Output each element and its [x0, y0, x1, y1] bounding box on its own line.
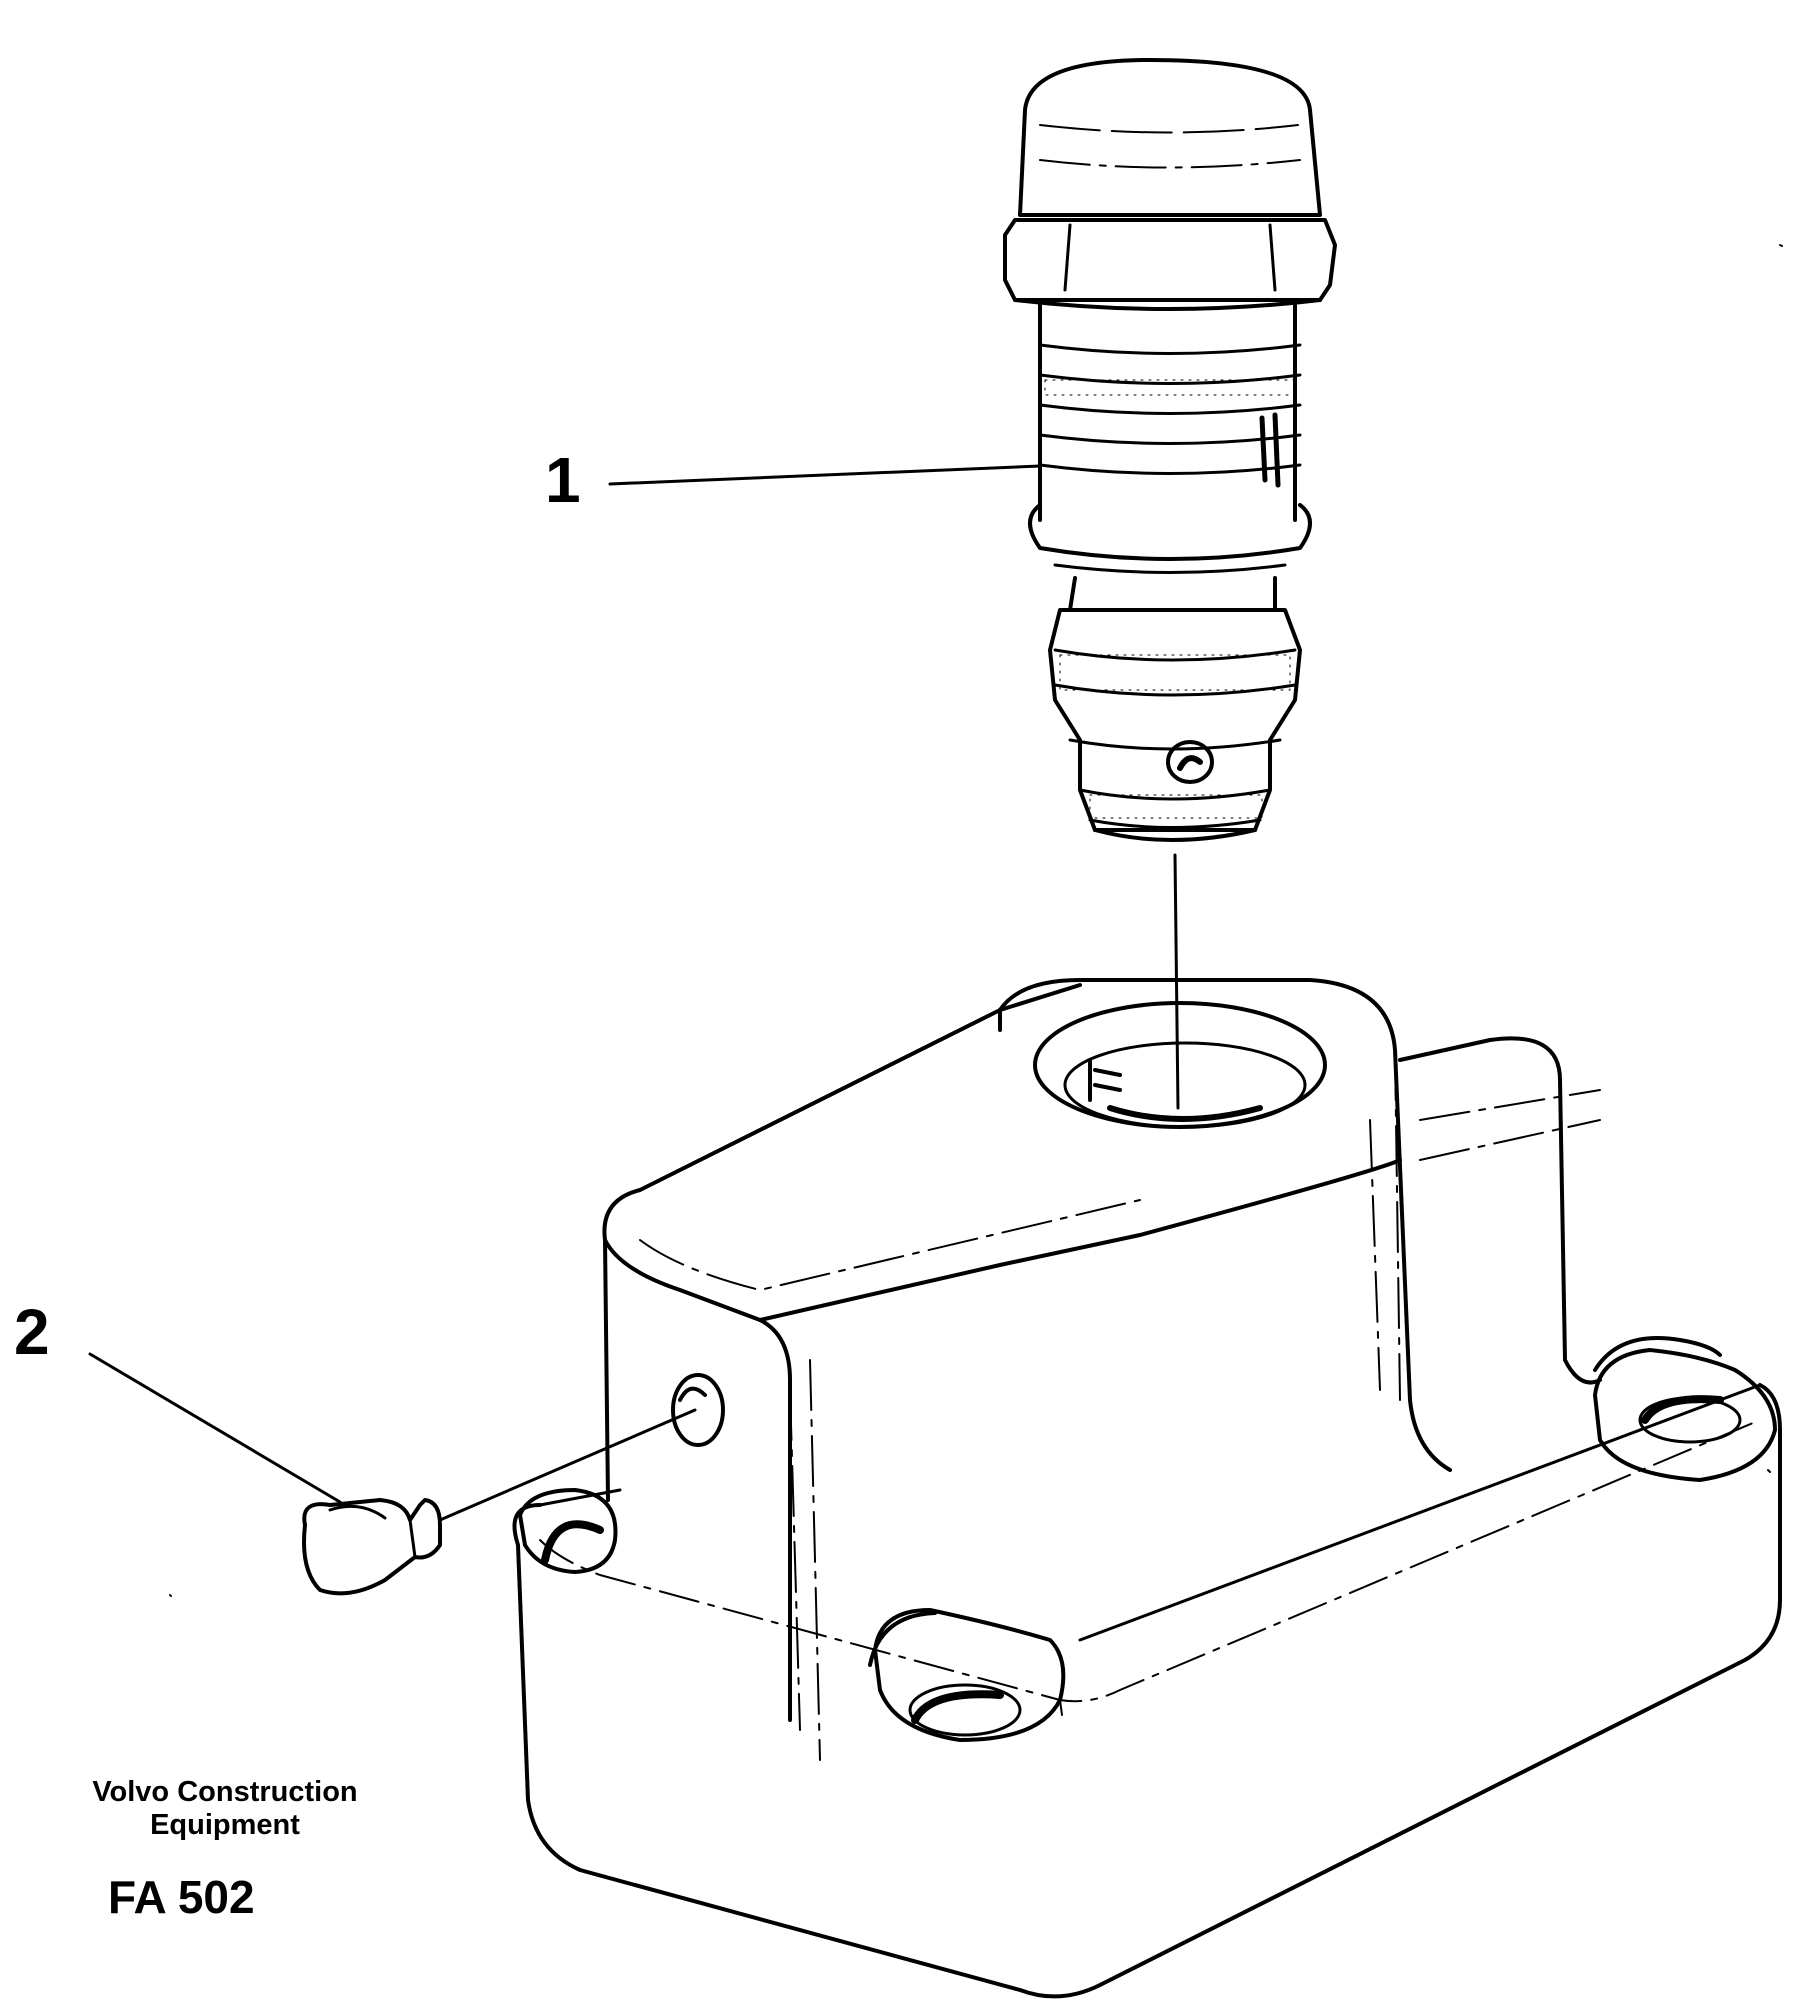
bore-tower [998, 978, 1452, 1472]
relief-valve-cartridge [1003, 58, 1337, 842]
cartridge-o-ring [1028, 503, 1312, 561]
callout-item-2: 2 [14, 1296, 50, 1368]
plug-port [671, 1373, 725, 1447]
bore-seat [1107, 1105, 1263, 1122]
flange-plate-outline [512, 1383, 1782, 1999]
manufacturer-line-1: Volvo Construction [92, 1776, 358, 1808]
flange-plate-inner-edge [539, 1419, 1761, 1703]
valve-housing [512, 978, 1782, 1999]
bore-inner-ring [1063, 1041, 1307, 1129]
cartridge-hex-nut [1003, 218, 1337, 302]
bore-thread [1088, 1058, 1122, 1102]
manufacturer-line-2: Equipment [150, 1809, 300, 1841]
housing-front-face [758, 1158, 1402, 1322]
assembly-line-plug [438, 1408, 697, 1522]
leader-line-item-2 [88, 1352, 342, 1504]
assembly-line-cartridge [1173, 853, 1180, 1110]
housing-left-face [603, 1238, 792, 1722]
figure-code: FA 502 [108, 1871, 255, 1923]
housing-inner-edges [639, 1089, 1601, 1761]
cartridge-side-port [1166, 740, 1214, 784]
cartridge-threaded-body [1038, 298, 1297, 522]
plug [302, 1498, 442, 1596]
leader-line-item-1 [608, 464, 1042, 486]
manufacturer-caption: Volvo Construction Equipment [60, 1776, 390, 1842]
bore-tower-side [1369, 1049, 1401, 1401]
mounting-hole-front [868, 1608, 1066, 1742]
cartridge-cap [1018, 58, 1322, 217]
callout-item-1: 1 [545, 444, 581, 516]
mounting-hole-left [518, 1488, 618, 1574]
housing-body-outline [602, 983, 1602, 1385]
mounting-hole-rear [1593, 1336, 1777, 1482]
